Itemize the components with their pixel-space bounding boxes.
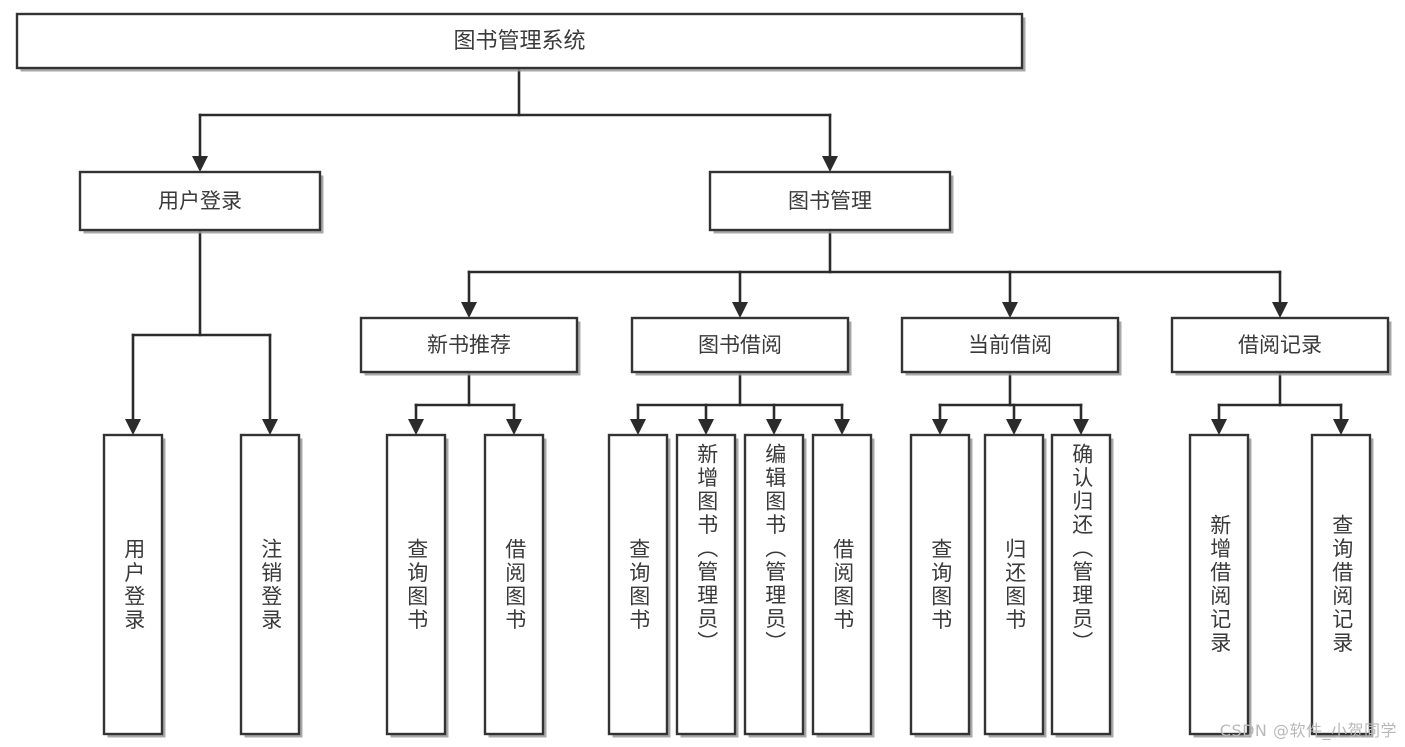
node-label: 新书推荐 (427, 333, 511, 357)
leaf-leaf-query-book-borrow[interactable] (607, 433, 671, 738)
leaf-leaf-user-login[interactable] (102, 433, 166, 738)
connector-arrow (698, 403, 714, 435)
node-borrow-record[interactable]: 借阅记录 (1170, 316, 1392, 376)
leaf-leaf-query-book-rec[interactable] (385, 433, 449, 738)
watermark: CSDN @软件_小贺同学 (1219, 721, 1397, 740)
leaf-leaf-edit-book[interactable] (743, 433, 807, 738)
connector-arrow (766, 403, 782, 435)
connector-arrow (732, 270, 748, 318)
connector-arrow (1211, 403, 1227, 435)
node-label: 借阅记录 (1238, 333, 1322, 357)
connector-arrow (630, 403, 646, 435)
node-label: 当前借阅 (968, 333, 1052, 357)
leaf-leaf-borrow-book-rec[interactable] (483, 433, 547, 738)
connector-arrow (1272, 270, 1288, 318)
node-book-borrow[interactable]: 图书借阅 (630, 316, 852, 376)
connector-arrow (1002, 270, 1018, 318)
leaf-leaf-add-record[interactable] (1188, 433, 1252, 738)
connector-arrow (932, 403, 948, 435)
node-label: 用户登录 (158, 189, 242, 213)
node-user-login[interactable]: 用户登录 (78, 170, 324, 234)
connector-arrow (834, 403, 850, 435)
node-new-book-rec[interactable]: 新书推荐 (359, 316, 581, 376)
connector-arrow (1006, 403, 1022, 435)
leaf-leaf-borrow-book[interactable] (811, 433, 875, 738)
leaf-leaf-logout-login[interactable] (239, 433, 303, 738)
connector-arrow (506, 403, 522, 435)
leaf-leaf-query-record[interactable] (1310, 433, 1374, 738)
node-label: 图书管理 (788, 189, 872, 213)
leaf-leaf-add-book[interactable] (675, 433, 739, 738)
connector-arrow (1073, 403, 1089, 435)
connector-arrow (461, 270, 477, 318)
node-label: 图书借阅 (698, 333, 782, 357)
leaf-leaf-confirm-return[interactable] (1050, 433, 1114, 738)
node-book-manage[interactable]: 图书管理 (708, 170, 954, 234)
connector-arrow (408, 403, 424, 435)
leaf-leaf-query-book-cur[interactable] (909, 433, 973, 738)
node-root[interactable]: 图书管理系统 (15, 12, 1026, 72)
node-label: 图书管理系统 (453, 29, 585, 54)
connector-arrow (822, 113, 838, 172)
connector-arrow (262, 333, 278, 435)
connector-arrow (1333, 403, 1349, 435)
connector-arrow (125, 333, 141, 435)
connector-arrow (192, 113, 208, 172)
leaf-leaf-return-book[interactable] (983, 433, 1047, 738)
node-current-borrow[interactable]: 当前借阅 (900, 316, 1122, 376)
connectors-layer (125, 66, 1349, 435)
